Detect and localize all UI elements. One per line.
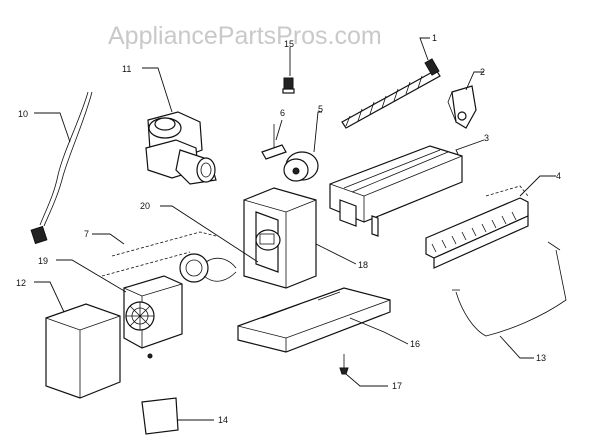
callout-2: 2 [480, 67, 485, 77]
callout-17: 17 [392, 381, 402, 391]
leader-11 [142, 67, 173, 113]
watermark-text: AppliancePartsPros.com [108, 22, 382, 50]
leader-5 [313, 111, 322, 153]
callout-18: 18 [358, 260, 368, 270]
callout-16: 16 [410, 339, 420, 349]
part-3-ice-mold [329, 145, 463, 237]
leader-20 [160, 205, 259, 263]
leader-6 [275, 119, 283, 141]
leader-1 [419, 37, 430, 61]
part-7-switch [101, 231, 237, 283]
callout-10: 10 [18, 109, 28, 119]
part-16-shield [237, 287, 391, 353]
part-17-screw [339, 354, 349, 375]
part-18-housing [243, 187, 317, 289]
callout-4: 4 [556, 171, 561, 181]
part-6-plate [261, 124, 287, 160]
part-2-bracket [447, 85, 477, 129]
part-4-heater [425, 185, 529, 269]
callout-14: 14 [218, 415, 228, 425]
callout-11: 11 [122, 64, 131, 74]
callout-20: 20 [140, 201, 150, 211]
callout-5: 5 [318, 104, 323, 114]
callout-3: 3 [484, 133, 489, 143]
leader-7 [92, 233, 125, 245]
callout-6: 6 [280, 108, 285, 118]
part-12-cover [45, 303, 121, 399]
callout-15: 15 [284, 39, 294, 49]
leader-17 [345, 373, 388, 387]
callout-7: 7 [84, 229, 89, 239]
part-13-shutoff-arm [452, 241, 567, 337]
leader-13 [499, 335, 534, 359]
callout-12: 12 [16, 278, 26, 288]
callout-13: 13 [536, 353, 546, 363]
leader-10 [34, 112, 71, 143]
leader-3 [455, 139, 485, 155]
part-1-ejector [341, 58, 441, 129]
leader-2 [465, 71, 484, 91]
leader-12 [34, 281, 65, 313]
part-15-clip [282, 77, 295, 94]
leader-18 [315, 243, 357, 265]
part-19-mount-plate [123, 275, 183, 359]
part-5-motor [283, 151, 319, 182]
leader-16 [349, 317, 409, 345]
part-10-wire-harness [30, 91, 93, 245]
callout-1: 1 [432, 33, 437, 43]
part-14-label [141, 397, 179, 435]
leader-4 [519, 175, 556, 197]
part-11-water-valve [145, 111, 217, 185]
callout-19: 19 [38, 256, 48, 266]
leader-19 [56, 259, 127, 293]
